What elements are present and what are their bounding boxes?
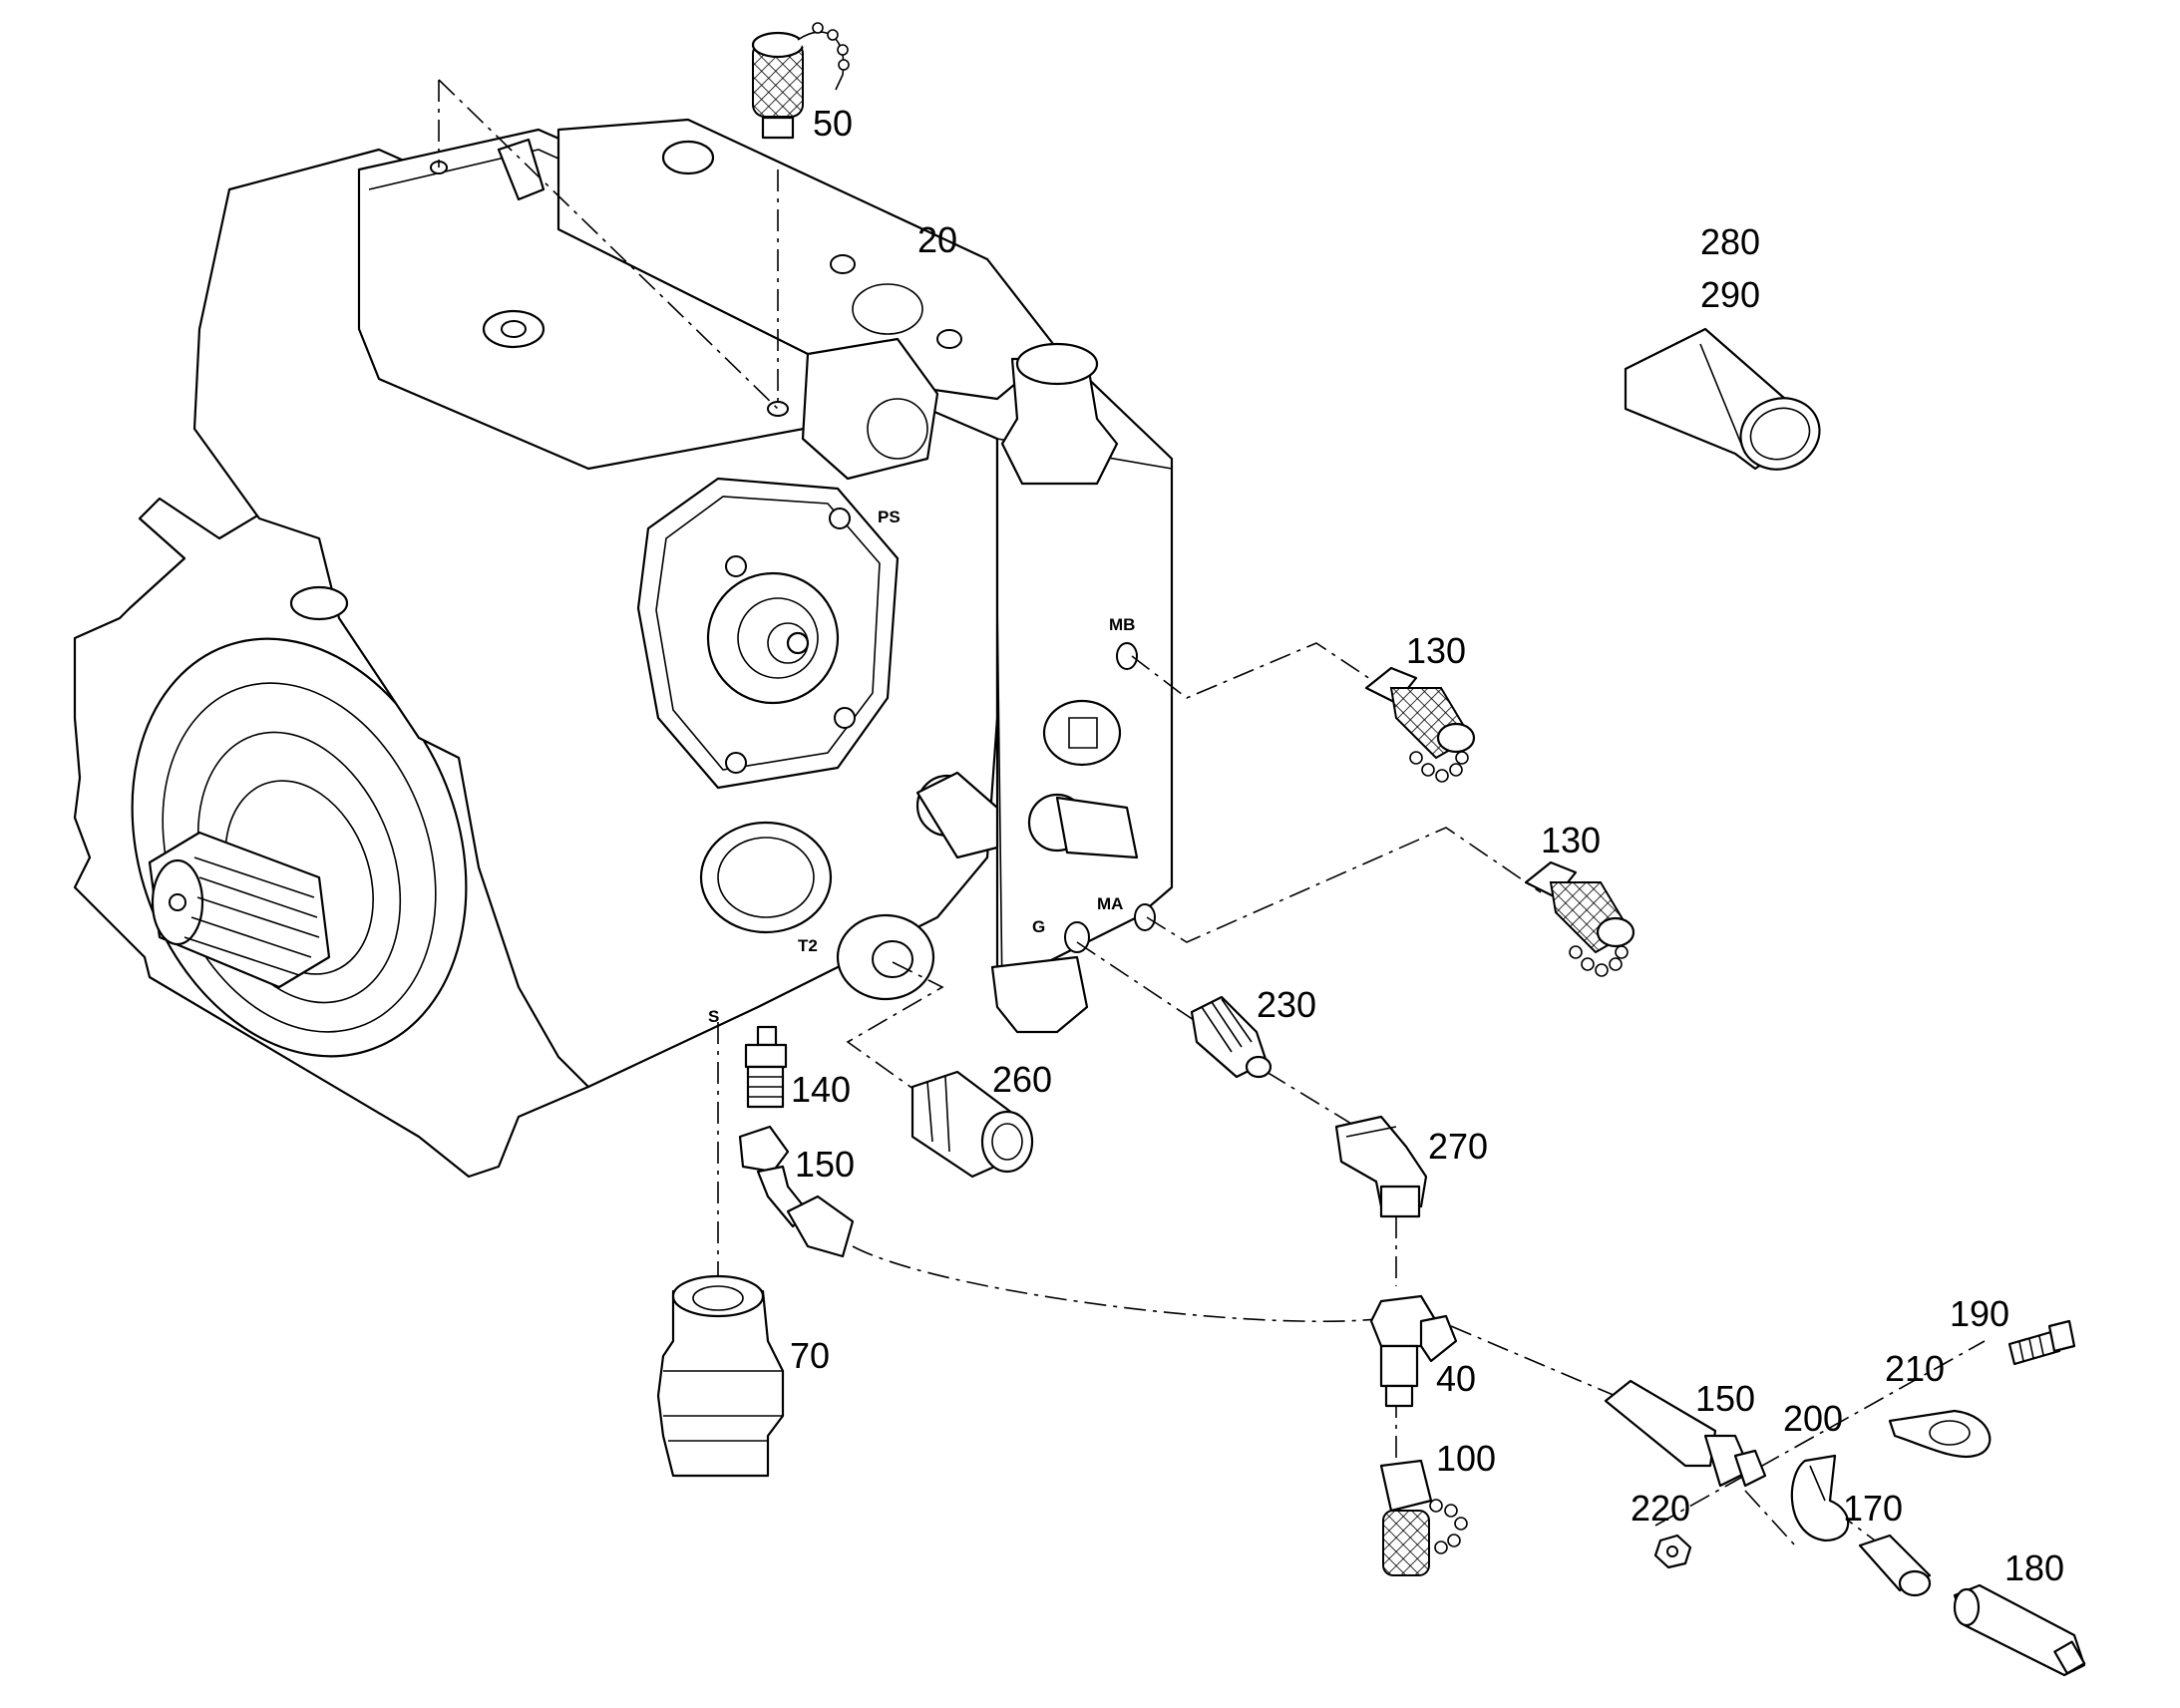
part-270-elbow xyxy=(1334,1115,1428,1218)
callout-labels: 50 20 280 290 130 130 230 260 140 150 27… xyxy=(790,103,2064,1588)
part-220-nut xyxy=(1653,1534,1692,1569)
port-label-ma: MA xyxy=(1097,894,1123,913)
callout-200: 200 xyxy=(1783,1398,1843,1439)
part-100-coupling xyxy=(1379,1459,1468,1576)
port-label-mb: MB xyxy=(1109,615,1135,634)
port-label-s: S xyxy=(708,1007,719,1026)
part-150-hose-lower xyxy=(1604,1379,1767,1488)
callout-150-upper: 150 xyxy=(795,1144,855,1185)
callout-40: 40 xyxy=(1436,1358,1476,1399)
part-200-clamp xyxy=(1790,1454,1850,1542)
part-210-clamp xyxy=(1888,1409,1992,1459)
callout-290: 290 xyxy=(1700,274,1760,315)
part-130-coupling-upper xyxy=(1364,666,1476,783)
callout-50: 50 xyxy=(813,103,853,144)
callout-20: 20 xyxy=(917,219,957,260)
callout-70: 70 xyxy=(790,1335,830,1376)
callout-210: 210 xyxy=(1885,1348,1945,1389)
part-180-probe xyxy=(1953,1583,2086,1677)
callout-130-lower: 130 xyxy=(1541,820,1601,860)
callout-130-upper: 130 xyxy=(1406,630,1466,671)
part-280-290-cap xyxy=(1624,327,1821,471)
callout-180: 180 xyxy=(2004,1547,2064,1588)
callout-230: 230 xyxy=(1257,984,1316,1025)
port-label-g: G xyxy=(1032,917,1045,936)
callout-220: 220 xyxy=(1631,1488,1690,1529)
part-70-fitting xyxy=(656,1274,785,1478)
callout-150-lower: 150 xyxy=(1695,1378,1755,1419)
leader-lines xyxy=(438,79,1986,1546)
callout-170: 170 xyxy=(1843,1488,1903,1529)
part-130-coupling-lower xyxy=(1524,860,1635,977)
port-label-ps: PS xyxy=(878,508,901,526)
callout-270: 270 xyxy=(1428,1126,1488,1167)
callout-280: 280 xyxy=(1700,221,1760,262)
callout-260: 260 xyxy=(992,1059,1052,1100)
pump-assembly xyxy=(73,118,1174,1179)
part-230-adapter xyxy=(1190,995,1272,1079)
part-50-test-coupling xyxy=(751,22,850,140)
part-170-sleeve xyxy=(1858,1534,1932,1597)
callout-190: 190 xyxy=(1950,1293,2009,1334)
port-label-t2: T2 xyxy=(798,936,818,955)
callout-100: 100 xyxy=(1436,1438,1496,1479)
part-260-plug xyxy=(910,1070,1034,1179)
part-190-bolt xyxy=(2007,1319,2076,1366)
part-150-hose-upper xyxy=(738,1125,855,1258)
callout-140: 140 xyxy=(791,1069,851,1110)
part-40-tee xyxy=(1369,1294,1458,1408)
part-140-nipple xyxy=(744,1025,788,1109)
